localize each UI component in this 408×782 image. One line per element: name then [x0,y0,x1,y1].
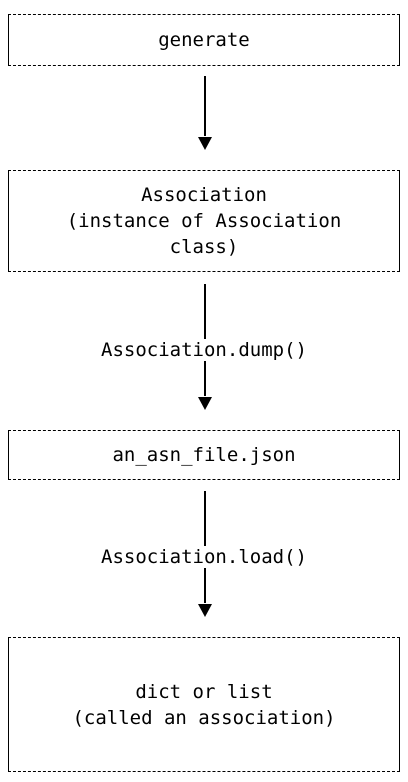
file-node: an_asn_file.json [8,430,400,480]
dict-node-line1: dict or list [135,680,273,703]
edge-load-label-text: Association.load() [99,546,309,568]
association-node-line3: class) [169,236,239,258]
edge-load-label: Association.load() [0,544,408,570]
association-node-line1: Association [141,184,267,206]
file-node-label: an_asn_file.json [112,444,296,466]
generate-node-label: generate [158,29,250,51]
arrowhead-down-icon [198,137,212,150]
edge-dump-label: Association.dump() [0,337,408,363]
dict-node: dict or list (called an association) [8,637,400,772]
association-node: Association (instance of Association cla… [8,170,400,272]
edge-generate-to-association-line [204,76,206,136]
arrowhead-down-icon [198,604,212,617]
dict-node-line2: (called an association) [72,706,336,729]
arrowhead-down-icon [198,397,212,410]
generate-node: generate [8,14,400,66]
association-node-line2: (instance of Association [66,210,342,232]
edge-dump-label-text: Association.dump() [99,339,309,361]
